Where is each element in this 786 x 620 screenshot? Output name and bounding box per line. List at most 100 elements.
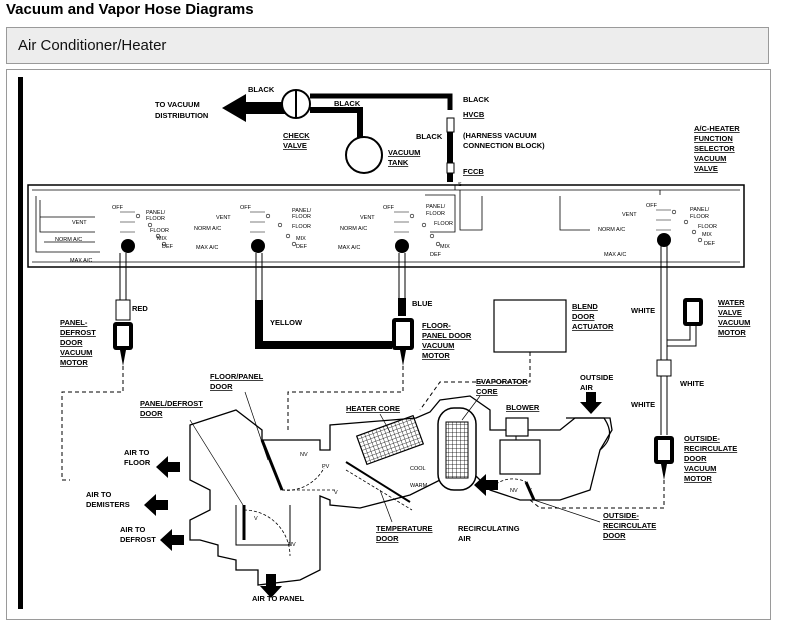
svg-text:AIR TO PANEL: AIR TO PANEL bbox=[252, 594, 305, 603]
svg-text:FLOOR: FLOOR bbox=[434, 221, 453, 227]
svg-text:VALVE: VALVE bbox=[283, 141, 307, 150]
svg-text:VENT: VENT bbox=[622, 212, 637, 218]
page-title: Vacuum and Vapor Hose Diagrams bbox=[6, 1, 254, 18]
svg-text:V: V bbox=[254, 516, 258, 522]
svg-text:WHITE: WHITE bbox=[631, 400, 655, 409]
svg-text:MIX: MIX bbox=[157, 236, 167, 242]
svg-text:NORM A/C: NORM A/C bbox=[340, 226, 367, 232]
svg-text:CHECK: CHECK bbox=[283, 131, 310, 140]
svg-text:NORM A/C: NORM A/C bbox=[55, 237, 82, 243]
svg-text:AIR: AIR bbox=[580, 383, 594, 392]
svg-text:COOL: COOL bbox=[410, 466, 426, 472]
svg-text:DEF: DEF bbox=[162, 244, 174, 250]
svg-text:PANEL/DEFROST: PANEL/DEFROST bbox=[140, 399, 203, 408]
svg-text:PV: PV bbox=[322, 464, 330, 470]
water-valve-vacuum-motor: WATER VALVE VACUUM MOTOR bbox=[683, 298, 750, 337]
svg-text:TEMPERATURE: TEMPERATURE bbox=[376, 524, 433, 533]
svg-text:VENT: VENT bbox=[216, 215, 231, 221]
svg-text:AIR: AIR bbox=[458, 534, 472, 543]
svg-text:MOTOR: MOTOR bbox=[718, 328, 746, 337]
svg-text:OFF: OFF bbox=[112, 205, 124, 211]
svg-text:BLACK: BLACK bbox=[416, 132, 443, 141]
svg-text:FLOOR: FLOOR bbox=[150, 228, 169, 234]
svg-text:PANEL/: PANEL/ bbox=[690, 207, 710, 213]
svg-text:DOOR: DOOR bbox=[684, 454, 707, 463]
hvac-case bbox=[189, 395, 613, 586]
svg-text:VALVE: VALVE bbox=[694, 164, 718, 173]
svg-text:BLACK: BLACK bbox=[463, 95, 490, 104]
svg-text:VACUUM: VACUUM bbox=[422, 341, 454, 350]
svg-text:DEFROST: DEFROST bbox=[120, 535, 156, 544]
svg-text:VALVE: VALVE bbox=[718, 308, 742, 317]
svg-text:FLOOR: FLOOR bbox=[426, 211, 445, 217]
svg-text:BLACK: BLACK bbox=[334, 99, 361, 108]
svg-text:DOOR: DOOR bbox=[376, 534, 399, 543]
svg-text:OUTSIDE: OUTSIDE bbox=[580, 373, 613, 382]
svg-text:MAX A/C: MAX A/C bbox=[70, 258, 92, 264]
svg-text:VACUUM: VACUUM bbox=[684, 464, 716, 473]
svg-text:VACUUM: VACUUM bbox=[694, 154, 726, 163]
vacuum-source-group: BLACK TO VACUUM DISTRIBUTION BLACK BLACK… bbox=[155, 85, 740, 188]
diagram-labels: FLOOR/PANEL DOOR PANEL/DEFROST DOOR HEAT… bbox=[86, 372, 656, 603]
hose-yellow: YELLOW bbox=[255, 253, 392, 349]
svg-text:WHITE: WHITE bbox=[631, 306, 655, 315]
blend-door-actuator: BLEND DOOR ACTUATOR bbox=[493, 299, 614, 353]
svg-text:AIR TO: AIR TO bbox=[120, 525, 145, 534]
outside-recirculate-vacuum-motor: OUTSIDE- RECIRCULATE DOOR VACUUM MOTOR bbox=[654, 434, 737, 483]
svg-text:OFF: OFF bbox=[646, 203, 658, 209]
selector-unit-1: OFF VENT NORM A/C MAX A/C PANEL/ FLOOR F… bbox=[55, 205, 174, 264]
svg-text:FLOOR: FLOOR bbox=[146, 216, 165, 222]
svg-text:OUTSIDE-: OUTSIDE- bbox=[684, 434, 720, 443]
linkages bbox=[61, 352, 665, 509]
svg-text:MOTOR: MOTOR bbox=[60, 358, 88, 367]
svg-text:MAX A/C: MAX A/C bbox=[196, 245, 218, 251]
svg-text:V: V bbox=[528, 488, 532, 494]
svg-text:VACUUM: VACUUM bbox=[388, 148, 420, 157]
svg-text:NORM A/C: NORM A/C bbox=[194, 226, 221, 232]
svg-text:OFF: OFF bbox=[240, 205, 252, 211]
svg-text:FLOOR-: FLOOR- bbox=[422, 321, 451, 330]
svg-text:AIR TO: AIR TO bbox=[124, 448, 149, 457]
svg-text:WATER: WATER bbox=[718, 298, 745, 307]
svg-text:SELECTOR: SELECTOR bbox=[694, 144, 735, 153]
svg-text:DOOR: DOOR bbox=[140, 409, 163, 418]
svg-text:AIR TO: AIR TO bbox=[86, 490, 111, 499]
svg-text:RECIRCULATING: RECIRCULATING bbox=[458, 524, 520, 533]
temperature-door bbox=[345, 461, 411, 503]
svg-text:OFF: OFF bbox=[383, 205, 395, 211]
svg-text:PANEL/: PANEL/ bbox=[146, 210, 166, 216]
svg-text:DOOR: DOOR bbox=[603, 531, 626, 540]
svg-text:VENT: VENT bbox=[360, 215, 375, 221]
selector-unit-4: OFF VENT NORM A/C MAX A/C PANEL/ FLOOR F… bbox=[598, 203, 717, 258]
svg-text:NORM A/C: NORM A/C bbox=[598, 227, 625, 233]
svg-text:MOTOR: MOTOR bbox=[422, 351, 450, 360]
svg-text:FUNCTION: FUNCTION bbox=[694, 134, 733, 143]
section-header[interactable]: Air Conditioner/Heater bbox=[6, 27, 769, 64]
svg-text:HVCB: HVCB bbox=[463, 110, 485, 119]
svg-text:DOOR: DOOR bbox=[210, 382, 233, 391]
svg-text:NV: NV bbox=[288, 542, 296, 548]
svg-text:FLOOR: FLOOR bbox=[292, 214, 311, 220]
floor-panel-vacuum-motor: FLOOR- PANEL DOOR VACUUM MOTOR bbox=[392, 318, 472, 366]
svg-text:WARM: WARM bbox=[410, 483, 428, 489]
svg-text:RECIRCULATE: RECIRCULATE bbox=[684, 444, 737, 453]
svg-text:A/C-HEATER: A/C-HEATER bbox=[694, 124, 740, 133]
selector-unit-2: OFF VENT NORM A/C MAX A/C PANEL/ FLOOR F… bbox=[194, 205, 312, 253]
svg-text:TO VACUUM: TO VACUUM bbox=[155, 100, 200, 109]
svg-text:FLOOR: FLOOR bbox=[698, 224, 717, 230]
vacuum-tank bbox=[345, 136, 383, 174]
svg-text:ACTUATOR: ACTUATOR bbox=[572, 322, 614, 331]
svg-text:BLUE: BLUE bbox=[412, 299, 432, 308]
left-frame-bar bbox=[18, 77, 23, 609]
svg-text:BLACK: BLACK bbox=[248, 85, 275, 94]
svg-text:PANEL DOOR: PANEL DOOR bbox=[422, 331, 472, 340]
svg-text:MIX: MIX bbox=[440, 244, 450, 250]
panel-defrost-vacuum-motor: PANEL- DEFROST DOOR VACUUM MOTOR bbox=[60, 318, 133, 367]
svg-text:MAX A/C: MAX A/C bbox=[604, 252, 626, 258]
floor-panel-door bbox=[260, 439, 284, 491]
svg-text:DEFROST: DEFROST bbox=[60, 328, 96, 337]
svg-text:(HARNESS VACUUM: (HARNESS VACUUM bbox=[463, 131, 537, 140]
svg-text:NV: NV bbox=[510, 488, 518, 494]
svg-text:YELLOW: YELLOW bbox=[270, 318, 303, 327]
svg-text:RECIRCULATE: RECIRCULATE bbox=[603, 521, 656, 530]
